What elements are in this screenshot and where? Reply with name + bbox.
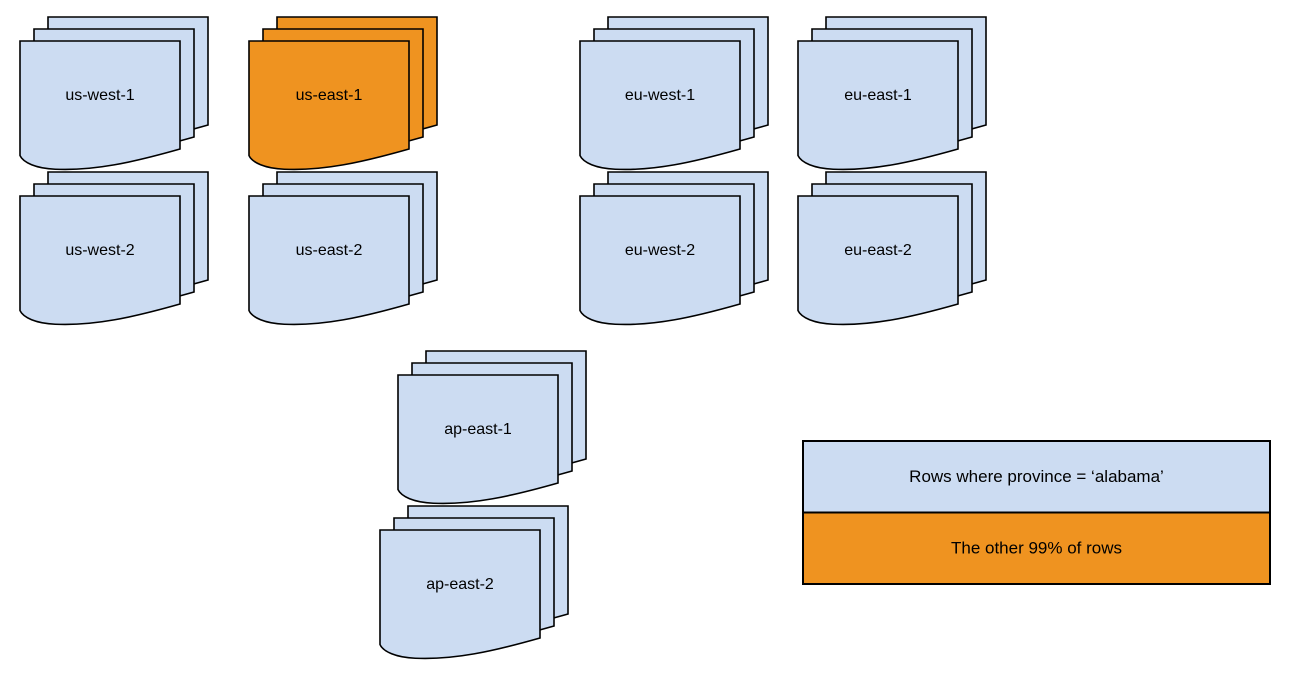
region-stack-eu-east-1[interactable]: eu-east-1 [797, 16, 987, 171]
region-label-eu-west-2: eu-west-2 [625, 242, 695, 259]
region-stack-us-east-2[interactable]: us-east-2 [248, 171, 438, 326]
region-stack-us-west-1[interactable]: us-west-1 [19, 16, 209, 171]
region-stacks-group: us-west-1 us-east-1 eu-west-1 eu-east-1 us-w… [19, 16, 987, 660]
document-sheet-front [248, 40, 410, 171]
document-sheet-front [397, 374, 559, 505]
legend-row-legend-orange: The other 99% of rows [802, 511, 1271, 585]
legend-swatch-legend-blue [802, 440, 1271, 514]
legend-swatch-legend-orange [802, 511, 1271, 585]
region-label-us-east-2: us-east-2 [296, 242, 363, 259]
region-stack-ap-east-1[interactable]: ap-east-1 [397, 350, 587, 505]
document-sheet-front [19, 195, 181, 326]
legend-row-legend-blue: Rows where province = ‘alabama’ [802, 440, 1271, 514]
document-sheet-front [579, 40, 741, 171]
document-sheet-front [579, 195, 741, 326]
region-label-ap-east-2: ap-east-2 [426, 576, 494, 593]
region-label-eu-west-1: eu-west-1 [625, 87, 695, 104]
region-stack-us-west-2[interactable]: us-west-2 [19, 171, 209, 326]
region-stack-eu-west-2[interactable]: eu-west-2 [579, 171, 769, 326]
region-label-ap-east-1: ap-east-1 [444, 421, 512, 438]
region-stack-eu-east-2[interactable]: eu-east-2 [797, 171, 987, 326]
document-sheet-front [19, 40, 181, 171]
document-sheet-front [797, 40, 959, 171]
region-label-us-west-1: us-west-1 [65, 87, 134, 104]
legend-group: Rows where province = ‘alabama’ The other… [802, 440, 1271, 585]
legend-label-legend-orange: The other 99% of rows [951, 539, 1122, 558]
document-sheet-front [379, 529, 541, 660]
document-sheet-front [797, 195, 959, 326]
legend-label-legend-blue: Rows where province = ‘alabama’ [909, 467, 1164, 486]
document-sheet-front [248, 195, 410, 326]
region-label-eu-east-1: eu-east-1 [844, 87, 912, 104]
region-stack-ap-east-2[interactable]: ap-east-2 [379, 505, 569, 660]
region-label-eu-east-2: eu-east-2 [844, 242, 912, 259]
region-stack-us-east-1[interactable]: us-east-1 [248, 16, 438, 171]
region-label-us-west-2: us-west-2 [65, 242, 134, 259]
region-label-us-east-1: us-east-1 [296, 87, 363, 104]
region-stack-eu-west-1[interactable]: eu-west-1 [579, 16, 769, 171]
